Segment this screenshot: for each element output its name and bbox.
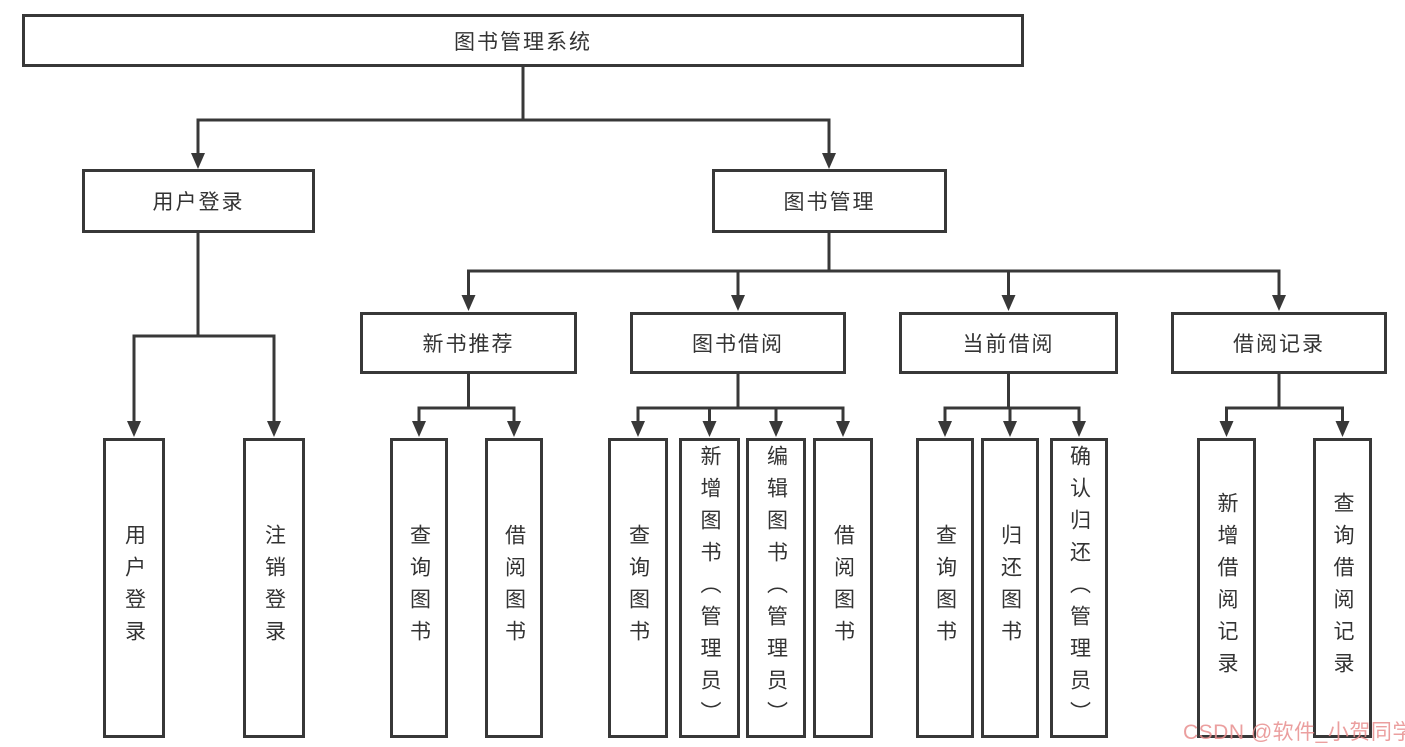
arrowhead-icons	[127, 153, 1350, 437]
leaf-logout: 注销登录	[243, 438, 305, 738]
leaf-borrow-add-books-admin: 新增图书（管理员）	[679, 438, 740, 738]
leaf-records-add-record: 新增借阅记录	[1197, 438, 1256, 738]
leaf-user-login: 用户登录	[103, 438, 165, 738]
csdn-watermark: CSDN @软件_小贺同学	[1183, 721, 1405, 744]
leaf-borrow-edit-books-admin: 编辑图书（管理员）	[746, 438, 806, 738]
leaf-current-query-books: 查询图书	[916, 438, 974, 738]
node-current-borrow: 当前借阅	[899, 312, 1118, 374]
node-user-login: 用户登录	[82, 169, 315, 233]
node-borrow-records: 借阅记录	[1171, 312, 1387, 374]
leaf-newbooks-borrow-books: 借阅图书	[485, 438, 543, 738]
leaf-borrow-query-books: 查询图书	[608, 438, 668, 738]
node-book-borrow: 图书借阅	[630, 312, 846, 374]
leaf-newbooks-query-books: 查询图书	[390, 438, 448, 738]
node-library-system: 图书管理系统	[22, 14, 1024, 67]
node-new-book-recommend: 新书推荐	[360, 312, 577, 374]
leaf-records-query-record: 查询借阅记录	[1313, 438, 1372, 738]
leaf-current-confirm-return-admin: 确认归还（管理员）	[1050, 438, 1108, 738]
leaf-borrow-borrow-books: 借阅图书	[813, 438, 873, 738]
leaf-current-return-books: 归还图书	[981, 438, 1039, 738]
node-book-management: 图书管理	[712, 169, 947, 233]
